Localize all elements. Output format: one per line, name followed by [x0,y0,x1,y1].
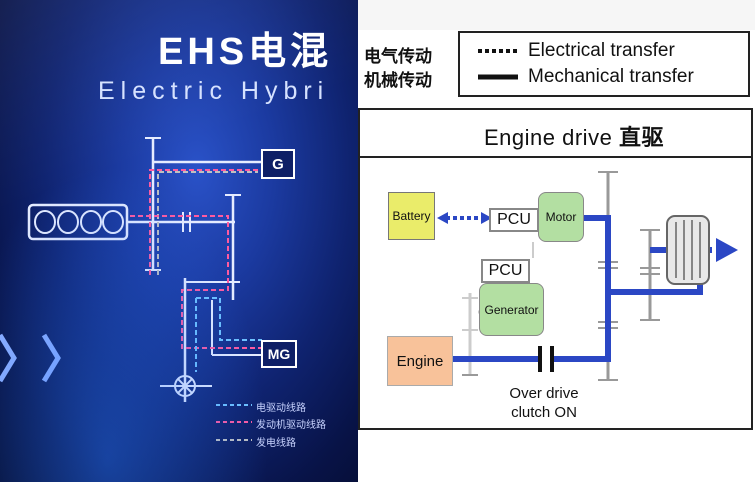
slide-title: EHS电混 [158,31,333,73]
chevron-right-icon [0,333,17,383]
pcu-generator-box: PCU [481,259,530,283]
engine-box: Engine [387,336,453,386]
motor-box: Motor [538,192,584,242]
legend-electric-drive: 电驱动线路 [256,403,306,414]
clutch-label-line2: clutch ON [511,404,577,421]
mg-box [261,340,297,368]
legend-mechanical-cn: 机械传动 [364,71,432,90]
ehs-slide-panel: EHS电混 Electric Hybri G MG 电驱动线路 发动机驱动线路 … [0,0,358,482]
legend-mechanical-en: Mechanical transfer [528,66,694,87]
drive-title-cn: 直驱 [618,125,664,150]
mg-label: MG [267,346,291,362]
legend-engine-drive: 发动机驱动线路 [256,420,326,431]
legend-box: Electrical transfer Mechanical transfer [458,31,750,97]
drive-title-en: Engine drive [484,125,613,150]
generator-label: G [272,155,284,173]
wheel-icon [666,215,710,285]
battery-box: Battery [388,192,435,240]
legend-generation: 发电线路 [256,438,296,449]
clutch-label: Over drive clutch ON [496,384,592,422]
pcu-motor-box: PCU [489,208,539,232]
legend-electrical-en: Electrical transfer [528,40,675,61]
generator-box [261,149,295,179]
panel-divider [360,156,753,158]
clutch-label-line1: Over drive [509,385,579,402]
ehs-schematic [0,137,297,441]
slide-subtitle: Electric Hybri [98,77,330,105]
output-arrow-icon [716,238,738,262]
chevron-right-icon [41,333,61,383]
generator-box: Generator [479,283,544,336]
differential-icon [174,375,196,397]
legend-electrical-cn: 电气传动 [364,47,432,66]
top-strip [358,0,755,30]
drive-title: Engine drive 直驱 [484,120,664,152]
